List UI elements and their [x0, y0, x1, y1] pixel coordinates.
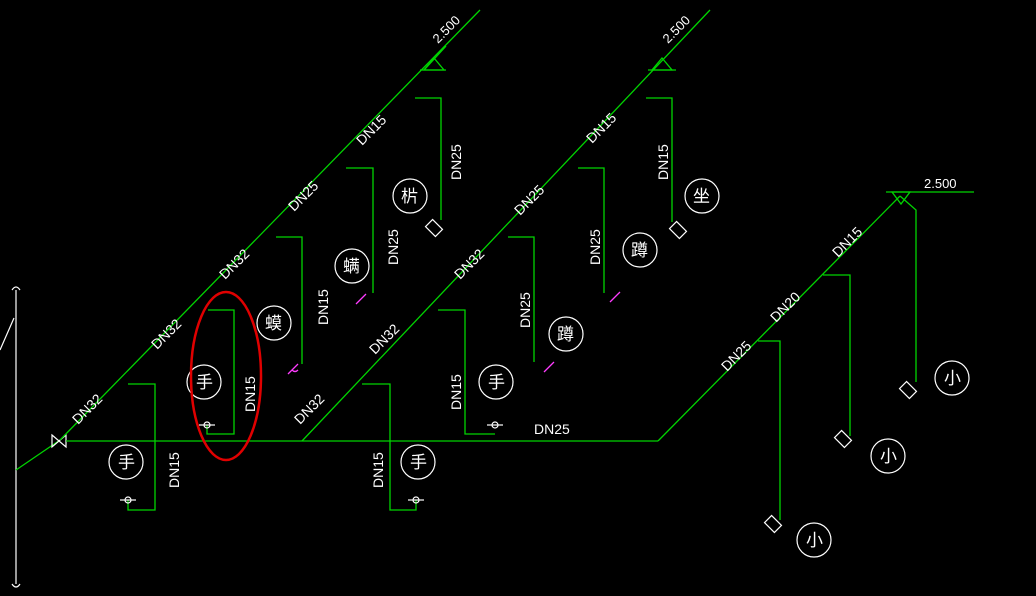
pipe-label: DN25: [448, 144, 464, 180]
highlight-ellipse: [189, 290, 263, 462]
pipe-size-labels: DN32 DN32 DN32 DN25 DN15 DN25 DN25 DN15 …: [69, 109, 866, 488]
pipe-label: DN32: [69, 390, 106, 427]
pipe-label: DN25: [534, 421, 570, 437]
fixture-glyph: 小: [880, 447, 897, 467]
fixture-glyph: 手: [196, 373, 213, 393]
elevation-marker-1: 2.500: [420, 13, 464, 71]
main-riser: [0, 286, 61, 588]
fixture-glyph: 㭊: [401, 187, 418, 207]
pipe-label: DN20: [767, 288, 804, 325]
gate-valve-icon: [51, 433, 67, 449]
pipe-label: DN15: [370, 452, 386, 488]
flush-valve-icons: [287, 291, 621, 375]
pipe-label: DN15: [242, 376, 258, 412]
fixture-glyph: 手: [488, 373, 505, 393]
pipe-label: DN32: [216, 245, 253, 282]
fixture-glyph: 蟆: [265, 314, 282, 334]
pipe-label: DN25: [517, 292, 533, 328]
fixture-glyph: 坐: [693, 187, 710, 207]
pipe-label: DN32: [148, 315, 185, 352]
pipe-label: DN15: [583, 109, 620, 146]
elevation-value: 2.500: [430, 13, 464, 47]
fixture-glyph: 手: [118, 453, 135, 473]
fixture-glyph: 蹲: [557, 325, 574, 345]
branch-3-pipes: [657, 195, 917, 520]
pipe-label: DN15: [353, 111, 390, 148]
pipe-label: DN15: [655, 144, 671, 180]
pipe-label: DN15: [448, 374, 464, 410]
fixture-glyph: 小: [806, 531, 823, 551]
floor-drain-icons: [424, 218, 918, 534]
faucet-icons: [120, 421, 503, 504]
pipe-label: DN32: [366, 320, 403, 357]
fixture-glyph: 蹲: [631, 241, 648, 261]
fixture-symbols: 手 手 手 手 㭊 螨 蟆 蹲 蹲 坐 小 小 小: [108, 178, 970, 558]
pipe-label: DN25: [587, 229, 603, 265]
pipe-label: DN25: [385, 229, 401, 265]
branch-1-pipes: [59, 9, 481, 511]
fixture-glyph: 手: [410, 453, 427, 473]
branch-2-pipes: [301, 9, 711, 511]
pipe-label: DN25: [718, 337, 755, 374]
pipe-label: DN15: [829, 223, 866, 260]
fixture-glyph: 螨: [343, 257, 360, 277]
elevation-value: 2.500: [660, 13, 694, 47]
elevation-marker-2: 2.500: [648, 13, 694, 71]
pipe-label: DN15: [315, 289, 331, 325]
pipe-label: DN32: [291, 390, 328, 427]
pipe-label: DN25: [285, 177, 322, 214]
pipe-label: DN15: [166, 452, 182, 488]
fixture-glyph: 小: [944, 369, 961, 389]
elevation-value: 2.500: [924, 176, 957, 191]
elevation-marker-3: 2.500: [886, 176, 974, 206]
